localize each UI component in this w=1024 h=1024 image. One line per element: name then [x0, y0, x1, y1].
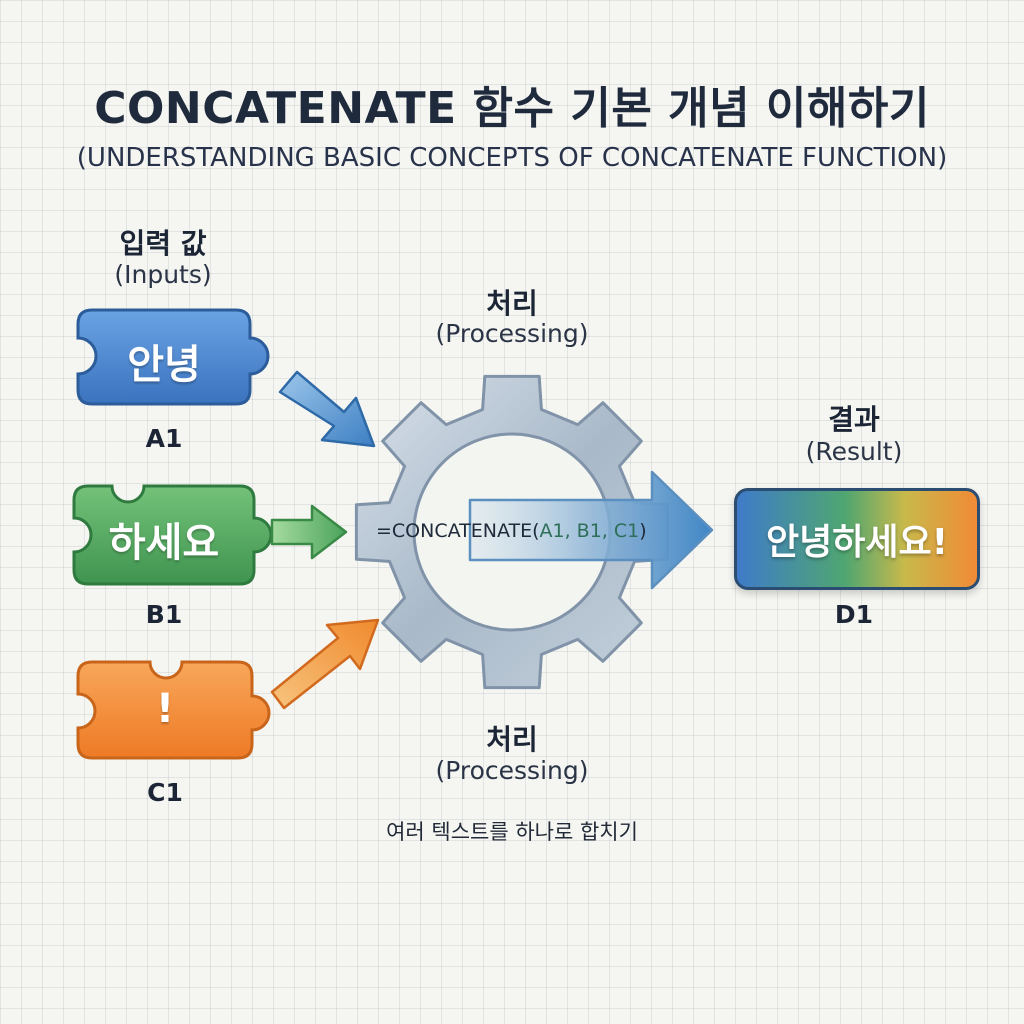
result-arrow-icon: [468, 470, 714, 590]
input-a1-text: 안녕: [127, 342, 201, 388]
result-label-en: (Result): [805, 437, 903, 466]
cell-ref-b1: B1: [145, 600, 183, 629]
cell-ref-c1: C1: [147, 778, 183, 807]
result-label-ko: 결과: [828, 403, 880, 436]
arrow-a1-icon: [278, 370, 376, 448]
inputs-label-en: (Inputs): [114, 260, 212, 289]
puzzle-piece-c1: [76, 660, 271, 760]
processing-bottom-label-en: (Processing): [435, 756, 589, 785]
inputs-label-ko: 입력 값: [119, 227, 207, 260]
formula-args: A1, B1, C1: [539, 520, 640, 542]
processing-label-ko: 처리: [486, 287, 538, 320]
concatenate-formula: =CONCATENATE(A1, B1, C1): [376, 520, 676, 542]
processing-description: 여러 텍스트를 하나로 합치기: [386, 820, 638, 844]
arrow-b1-icon: [270, 504, 348, 560]
page-title: CONCATENATE 함수 기본 개념 이해하기: [94, 83, 930, 134]
result-box: 안녕하세요!: [734, 488, 980, 590]
cell-ref-a1: A1: [145, 424, 183, 453]
arrow-c1-icon: [270, 618, 380, 710]
formula-suffix: ): [639, 520, 647, 542]
processing-bottom-label-ko: 처리: [486, 723, 538, 756]
input-b1-text: 하세요: [108, 520, 220, 566]
page-subtitle: (UNDERSTANDING BASIC CONCEPTS OF CONCATE…: [76, 143, 948, 173]
puzzle-piece-b1: [72, 484, 273, 586]
cell-ref-d1: D1: [834, 600, 874, 629]
input-c1-text: !: [155, 686, 175, 732]
result-text: 안녕하세요!: [765, 522, 949, 563]
puzzle-piece-a1: [76, 308, 270, 406]
processing-label-en: (Processing): [435, 319, 589, 348]
formula-prefix: =CONCATENATE(: [376, 520, 540, 542]
